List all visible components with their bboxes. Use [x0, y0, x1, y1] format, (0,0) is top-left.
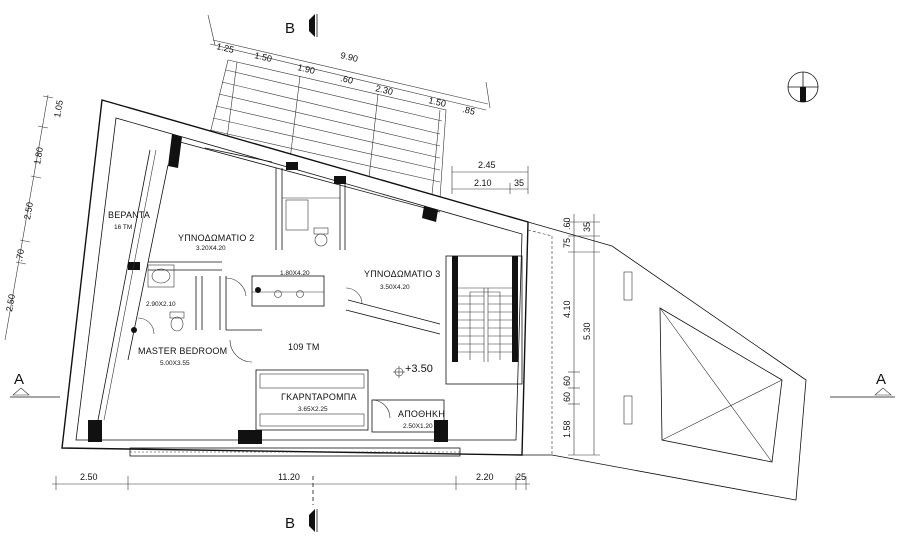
dim-top-1: 1.50	[254, 50, 273, 64]
column	[88, 420, 102, 442]
column	[238, 430, 262, 444]
dim-top-2: 1.90	[297, 62, 316, 76]
room-storage-name: ΑΠΟΘΗΚΗ	[398, 409, 445, 419]
washbasin-icon	[147, 264, 175, 288]
staircase	[458, 287, 512, 362]
dim-bottom-0: 2.50	[80, 472, 98, 482]
room-bedroom2-size: 3.20X4.20	[196, 245, 226, 252]
dim-top-3: .60	[340, 73, 354, 86]
section-letter-a-left: A	[14, 371, 24, 388]
toilet-icon	[169, 311, 185, 332]
dim-left-2: 2.50	[22, 201, 35, 220]
left-dimensions: 1.05 1.80 2.50 .70 2.50	[4, 94, 65, 341]
dim-right-b-1: 75	[562, 238, 572, 248]
column	[168, 134, 182, 168]
pergola	[207, 59, 447, 199]
dim-left-0: 1.05	[52, 99, 65, 118]
room-veranda-name: ΒΕΡΑΝΤΑ	[108, 210, 150, 220]
fixtures	[147, 227, 329, 332]
skylight	[659, 307, 783, 463]
dim-right-b-5: 60	[562, 376, 572, 386]
dim-right-b-2: 35	[582, 222, 592, 232]
door-swings	[131, 277, 391, 419]
room-bedroom3-size: 3.50X4.20	[380, 284, 410, 291]
room-bath-size: 1.80X4.20	[280, 270, 310, 277]
north-arrow-icon	[787, 71, 819, 103]
dim-top-0: 1.25	[216, 41, 235, 55]
dim-top-4: 2.30	[375, 83, 394, 97]
room-hall-name: 109 TM	[288, 342, 320, 352]
section-arrow-icon	[309, 14, 315, 37]
room-veranda-size: 16 TM	[114, 224, 132, 231]
room-bedroom3-name: ΥΠΝΟΔΩΜΑΤΙΟ 3	[364, 269, 441, 279]
dim-bottom-2: 2.20	[476, 472, 494, 482]
dim-right-a-0: 2.45	[478, 160, 496, 170]
east-terrace	[522, 221, 807, 501]
level-mark: +3.50	[393, 363, 433, 378]
section-marker-a-left: A	[10, 371, 60, 398]
dim-bottom-3: 25	[516, 472, 526, 482]
right-dimensions: .60 75 35 4.10 5.30 60 60 1.58	[562, 214, 600, 456]
dim-right-b-7: 1.58	[562, 420, 572, 438]
room-labels: ΒΕΡΑΝΤΑ 16 TM ΥΠΝΟΔΩΜΑΤΙΟ 2 3.20X4.20 1.…	[108, 210, 445, 430]
dim-top-6: .85	[462, 104, 476, 117]
toilet-icon	[313, 227, 329, 247]
interior-walls	[148, 168, 523, 433]
dim-top-total: 9.90	[340, 50, 359, 64]
dim-right-b-6: 60	[562, 392, 572, 402]
dim-right-a-2: 35	[514, 178, 524, 188]
dim-right-b-4: 5.30	[582, 322, 592, 340]
dim-top-5: 1.50	[428, 95, 447, 109]
washbasin-icon	[274, 290, 304, 298]
room-bedroom2-name: ΥΠΝΟΔΩΜΑΤΙΟ 2	[178, 233, 255, 243]
room-ensuite-size: 2.90X2.10	[146, 301, 176, 308]
section-arrow-icon	[309, 509, 315, 532]
room-master-name: MASTER BEDROOM	[138, 346, 227, 356]
bottom-dimensions: 2.50 11.20 2.20 25	[52, 472, 530, 490]
room-wardrobe-size: 3.65X2.25	[298, 406, 328, 413]
section-marker-b-top: B	[285, 14, 318, 37]
section-letter-b-top: B	[285, 20, 295, 37]
door-swing-icon	[229, 339, 253, 363]
section-marker-a-right: A	[830, 371, 895, 398]
section-letter-b-bottom: B	[285, 515, 295, 532]
section-letter-a-right: A	[876, 371, 886, 388]
door-swing-icon	[345, 287, 363, 305]
right-top-dimensions: 2.45 2.10 35	[451, 160, 529, 194]
building-outline	[61, 99, 529, 457]
top-dimensions: 9.90 1.25 1.50 1.90 .60 2.30 1.50 .85	[207, 14, 491, 117]
dim-left-4: 2.50	[4, 293, 17, 312]
room-master-size: 5.00X3.55	[160, 360, 190, 367]
dim-left-3: .70	[14, 248, 26, 262]
door-swing-icon	[371, 399, 391, 419]
dim-right-a-1: 2.10	[474, 178, 492, 188]
level-mark-value: +3.50	[405, 363, 433, 375]
section-marker-b-bottom: B	[285, 476, 318, 532]
dim-right-b-0: .60	[562, 217, 572, 230]
dim-bottom-1: 11.20	[278, 472, 300, 482]
room-wardrobe-name: ΓΚΑΡΝΤΑΡΟΜΠΑ	[281, 392, 357, 402]
section-arrow-icon	[874, 387, 892, 396]
door-swing-icon	[225, 277, 247, 297]
dim-right-b-3: 4.10	[562, 300, 572, 318]
door-swing-icon	[137, 317, 155, 335]
room-storage-size: 2.50X1.20	[403, 423, 433, 430]
column	[434, 420, 448, 442]
section-arrow-icon	[12, 387, 30, 396]
dim-left-1: 1.80	[32, 146, 45, 165]
